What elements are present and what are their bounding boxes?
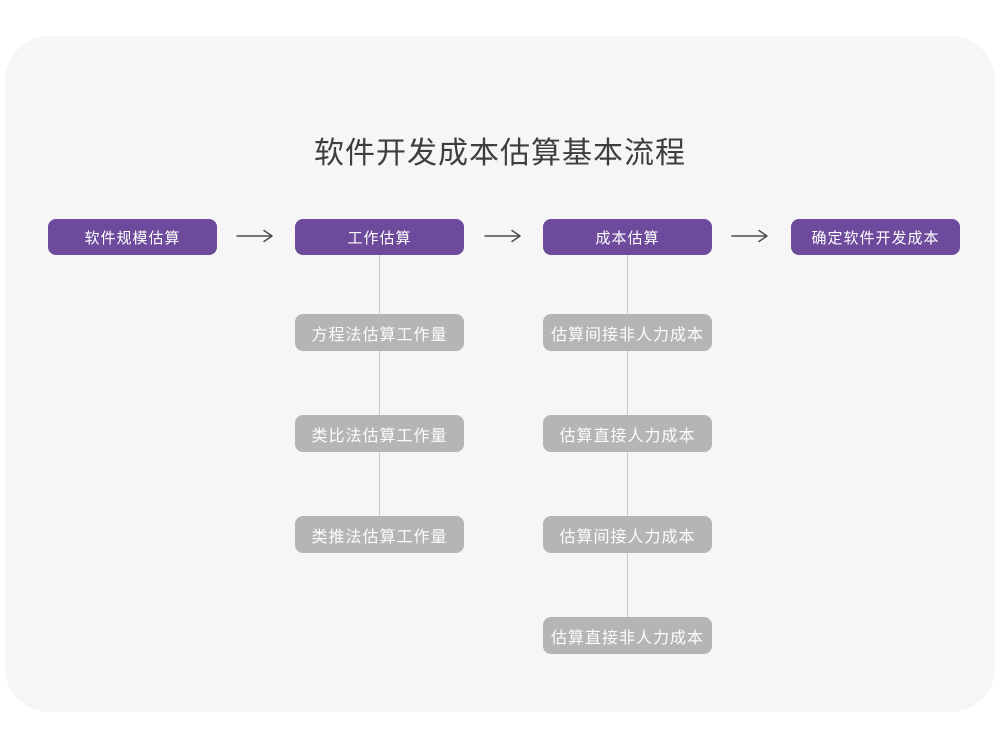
flow-step-determine-dev-cost: 确定软件开发成本 <box>791 219 960 255</box>
cost-item-direct-nonlabor: 估算直接非人力成本 <box>543 617 712 654</box>
diagram-title: 软件开发成本估算基本流程 <box>314 137 686 170</box>
diagram-card: 软件开发成本估算基本流程 软件规模估算 工作估算 成本估算 确定软件开发成本 方… <box>5 36 995 712</box>
right-arrow-icon <box>731 229 768 243</box>
work-method-equation: 方程法估算工作量 <box>295 314 464 351</box>
connector-line-work <box>379 255 380 516</box>
cost-item-indirect-nonlabor: 估算间接非人力成本 <box>543 314 712 351</box>
flow-step-cost-estimation: 成本估算 <box>543 219 712 255</box>
right-arrow-icon <box>484 229 521 243</box>
cost-item-indirect-labor: 估算间接人力成本 <box>543 516 712 553</box>
work-method-analogy: 类比法估算工作量 <box>295 415 464 452</box>
cost-item-direct-labor: 估算直接人力成本 <box>543 415 712 452</box>
flow-step-work-estimation: 工作估算 <box>295 219 464 255</box>
right-arrow-icon <box>236 229 273 243</box>
work-method-inference: 类推法估算工作量 <box>295 516 464 553</box>
flow-step-software-scale-estimation: 软件规模估算 <box>48 219 217 255</box>
